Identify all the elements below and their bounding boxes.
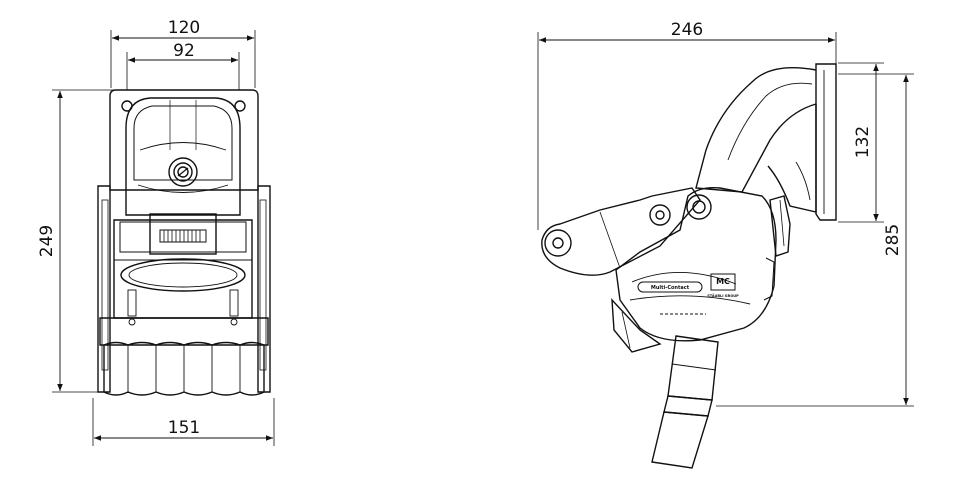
lever-arm (541, 187, 701, 276)
main-body (615, 186, 777, 342)
dim-line-246 (537, 32, 837, 230)
lock-screw (168, 157, 198, 187)
brand-label: Multi-Contact (651, 285, 690, 291)
brand-sub: STÄUBLI GROUP (707, 293, 739, 298)
dim-label-92: 92 (173, 41, 195, 61)
dim-line-285 (716, 73, 914, 407)
side-view (537, 32, 914, 469)
dim-line-120 (110, 30, 256, 88)
brand-logo: MC (716, 277, 730, 286)
mount-hole-right (234, 100, 246, 112)
cable (651, 411, 709, 469)
inlet-ring (120, 258, 246, 292)
rail-right (257, 185, 271, 393)
dim-label-249: 249 (37, 225, 57, 257)
cable-outlet (667, 335, 719, 401)
dim-label-246: 246 (671, 20, 703, 40)
pivot-main (686, 194, 712, 220)
dim-label-151: 151 (168, 418, 200, 438)
front-view (52, 30, 275, 446)
wall-flange (815, 63, 837, 221)
pivot-left (544, 229, 572, 257)
dim-line-92 (126, 52, 240, 90)
dim-line-151 (92, 398, 275, 446)
side-latch (769, 195, 791, 257)
head-housing (125, 97, 241, 216)
dim-line-132 (838, 62, 884, 223)
contact-strip (149, 213, 217, 255)
connector-body (113, 219, 253, 319)
lower-housing (611, 298, 662, 353)
pivot-mid (649, 204, 671, 226)
gooseneck (695, 67, 817, 193)
brand-logo-box (710, 273, 736, 291)
lower-body (99, 317, 269, 346)
grip-handle (103, 341, 265, 396)
dim-label-120: 120 (168, 18, 200, 38)
brand-label-box (637, 281, 703, 293)
dim-label-132: 132 (853, 126, 873, 158)
dim-label-285: 285 (883, 224, 903, 256)
rail-left (97, 185, 111, 393)
dim-line-249 (52, 89, 120, 393)
